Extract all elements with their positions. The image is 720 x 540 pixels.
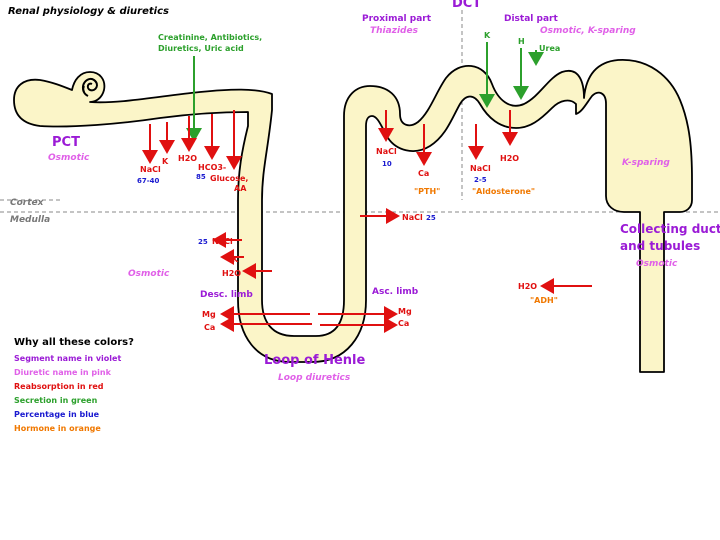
- prox-nacl-percent: 10: [382, 160, 392, 168]
- dist-nacl-percent: 2-5: [474, 176, 487, 184]
- asc-nacl-label: NaCl: [402, 213, 423, 222]
- glomerulus-icon: [82, 78, 98, 97]
- diagram-title: Renal physiology & diuretics: [8, 6, 169, 17]
- desc-k-label: K: [232, 255, 239, 264]
- pct-nacl-label: NaCl: [140, 165, 161, 174]
- loop-name: Loop of Henle: [264, 353, 365, 368]
- legend-item: Diuretic name in pink: [14, 368, 112, 377]
- pct-reabsorption-arrows: [142, 110, 242, 170]
- adh-hormone: "ADH": [530, 296, 558, 305]
- legend-item: Percentage in blue: [14, 410, 100, 419]
- legend-item: Hormone in orange: [14, 424, 101, 433]
- cortex-label: Cortex: [10, 198, 45, 208]
- prox-ca-label: Ca: [418, 169, 429, 178]
- urea-label: Urea: [539, 44, 560, 53]
- distal-part-diuretic: Osmotic, K-sparing: [540, 26, 636, 36]
- legend-item: Segment name in violet: [14, 354, 121, 363]
- pct-secretion-2: Diuretics, Uric acid: [158, 44, 244, 53]
- pct-nacl-percent: 67-40: [137, 177, 160, 185]
- pct-diuretic: Osmotic: [48, 153, 90, 163]
- legend-item: Reabsorption in red: [14, 382, 104, 391]
- distal-k-secretion: K: [484, 31, 491, 40]
- asc-mg-label: Mg: [398, 307, 412, 316]
- desc-limb-arrows: [212, 232, 312, 332]
- pct-glucose-label: Glucose,: [210, 174, 248, 183]
- nephron-outline: [13, 59, 693, 373]
- asc-limb-arrows: [318, 306, 398, 333]
- prox-nacl-label: NaCl: [376, 147, 397, 156]
- legend-item: Secretion in green: [14, 396, 98, 405]
- distal-h-secretion: H: [518, 37, 525, 46]
- pth-hormone: "PTH": [414, 187, 440, 196]
- pct-aa-label: AA: [234, 184, 247, 193]
- collecting-name-2: and tubules: [620, 239, 700, 253]
- asc-nacl-percent: 25: [426, 214, 436, 222]
- color-legend: Why all these colors? Segment name in vi…: [14, 337, 134, 433]
- dct-name: DCT: [452, 0, 481, 11]
- proximal-part-name: Proximal part: [362, 14, 432, 24]
- asc-ca-label: Ca: [398, 319, 409, 328]
- proximal-part-diuretic: Thiazides: [370, 26, 419, 36]
- desc-nacl-label: NaCl: [212, 237, 233, 246]
- medulla-label: Medulla: [10, 215, 50, 225]
- proximal-reabsorption-arrows: [378, 110, 432, 166]
- legend-title: Why all these colors?: [14, 337, 134, 348]
- distal-part-name: Distal part: [504, 14, 558, 24]
- aldosterone-hormone: "Aldosterone": [472, 187, 535, 196]
- desc-h2o-label: H2O: [222, 269, 241, 278]
- distal-reabsorption-arrows: [468, 110, 518, 160]
- collecting-diuretic: Osmotic: [636, 259, 678, 269]
- dist-h2o-label: H2O: [500, 154, 519, 163]
- pct-hco3-label: HCO3-: [198, 163, 226, 172]
- pct-secretion-1: Creatinine, Antibiotics,: [158, 33, 262, 42]
- pct-k-label: K: [162, 157, 169, 166]
- desc-mg-label: Mg: [202, 310, 216, 319]
- pct-name: PCT: [52, 135, 80, 150]
- desc-ca-label: Ca: [204, 323, 215, 332]
- collecting-name-1: Collecting duct: [620, 222, 720, 236]
- loop-diuretic: Loop diuretics: [278, 373, 351, 383]
- pct-hco3-percent: 85: [196, 173, 206, 181]
- dist-nacl-label: NaCl: [470, 164, 491, 173]
- asc-limb-name: Asc. limb: [372, 287, 419, 297]
- cd-h2o-label: H2O: [518, 282, 537, 291]
- desc-limb-name: Desc. limb: [200, 290, 253, 300]
- pct-h2o-label: H2O: [178, 154, 197, 163]
- desc-limb-diuretic: Osmotic: [128, 269, 170, 279]
- desc-nacl-percent: 25: [198, 238, 208, 246]
- collecting-top-diuretic: K-sparing: [622, 158, 670, 168]
